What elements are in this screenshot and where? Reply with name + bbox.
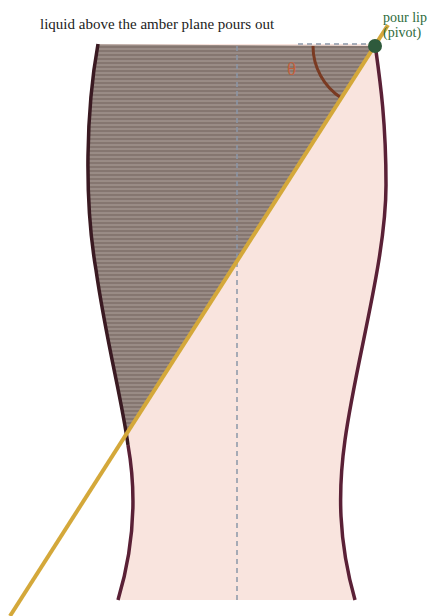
angle-arc (313, 46, 342, 98)
pivot-label: pour lip (pivot) (383, 10, 441, 40)
glass-wall (341, 44, 386, 600)
title-note: liquid above the amber plane pours out (40, 16, 274, 33)
centerline (236, 46, 238, 600)
horizontal-reference (298, 43, 375, 45)
angle-label: θ (287, 58, 296, 80)
pivot-dot (368, 39, 382, 53)
glass-wall (88, 44, 128, 445)
glass-wall (118, 445, 133, 600)
poured-liquid (60, 44, 375, 476)
amber-plane (10, 25, 388, 616)
